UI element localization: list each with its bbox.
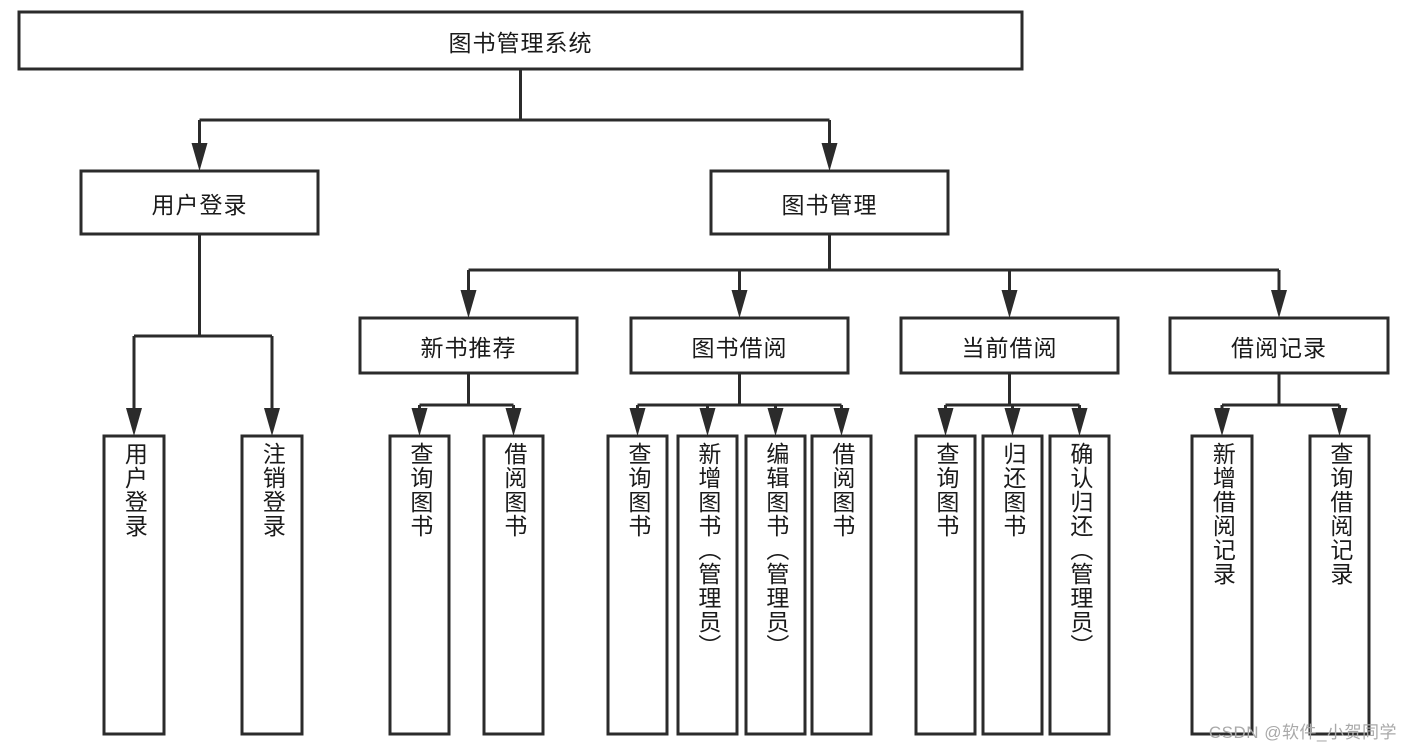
node-box-leaf-user-login[interactable] bbox=[102, 434, 166, 736]
arrow-head-icon bbox=[1071, 408, 1088, 436]
node-box-leaf-query-book-3[interactable] bbox=[914, 434, 977, 736]
arrow-head-icon bbox=[767, 408, 784, 436]
node-box-leaf-borrow-book-2[interactable] bbox=[810, 434, 873, 736]
connector-group-book-mgmt bbox=[460, 234, 1287, 318]
node-box-leaf-confirm-return[interactable] bbox=[1048, 434, 1111, 736]
arrow-head-icon bbox=[126, 408, 142, 436]
node-box-new-book-rec[interactable] bbox=[358, 316, 579, 375]
node-box-leaf-return-book[interactable] bbox=[981, 434, 1044, 736]
arrow-head-icon bbox=[460, 290, 477, 318]
connector-group-current-borrow bbox=[937, 373, 1088, 436]
node-box-user-login[interactable] bbox=[79, 169, 320, 236]
arrow-head-icon bbox=[821, 143, 838, 171]
arrow-head-icon bbox=[191, 143, 208, 171]
node-box-leaf-logout[interactable] bbox=[240, 434, 304, 736]
arrow-head-icon bbox=[1004, 408, 1021, 436]
arrow-head-icon bbox=[411, 408, 428, 436]
connector-group-root bbox=[191, 69, 838, 171]
connector-group-new-book-rec bbox=[411, 373, 522, 436]
node-box-leaf-borrow-book-1[interactable] bbox=[482, 434, 545, 736]
arrow-head-icon bbox=[629, 408, 646, 436]
arrow-head-icon bbox=[699, 408, 716, 436]
node-box-root[interactable] bbox=[17, 10, 1024, 71]
watermark-credit: CSDN @软件_小贺同学 bbox=[1208, 723, 1397, 742]
node-box-leaf-query-record[interactable] bbox=[1308, 434, 1371, 736]
node-box-borrow-record[interactable] bbox=[1168, 316, 1390, 375]
edges-layer bbox=[126, 69, 1348, 436]
connector-group-borrow-record bbox=[1214, 373, 1348, 436]
node-box-book-borrow[interactable] bbox=[629, 316, 850, 375]
arrow-head-icon bbox=[1001, 290, 1018, 318]
node-box-current-borrow[interactable] bbox=[899, 316, 1120, 375]
node-box-book-mgmt[interactable] bbox=[709, 169, 950, 236]
node-box-leaf-add-book[interactable] bbox=[676, 434, 739, 736]
node-box-leaf-add-record[interactable] bbox=[1190, 434, 1254, 736]
arrow-head-icon bbox=[1214, 408, 1230, 436]
node-box-leaf-query-book-2[interactable] bbox=[606, 434, 669, 736]
arrow-head-icon bbox=[833, 408, 850, 436]
arrow-head-icon bbox=[731, 290, 748, 318]
arrow-head-icon bbox=[1331, 408, 1348, 436]
node-box-leaf-query-book-1[interactable] bbox=[388, 434, 451, 736]
connector-group-book-borrow bbox=[629, 373, 850, 436]
arrow-head-icon bbox=[505, 408, 522, 436]
boxes-layer bbox=[17, 10, 1390, 736]
arrow-head-icon bbox=[937, 408, 954, 436]
arrow-head-icon bbox=[264, 408, 280, 436]
node-box-leaf-edit-book[interactable] bbox=[744, 434, 807, 736]
arrow-head-icon bbox=[1271, 290, 1287, 318]
connector-group-user-login bbox=[126, 234, 280, 436]
